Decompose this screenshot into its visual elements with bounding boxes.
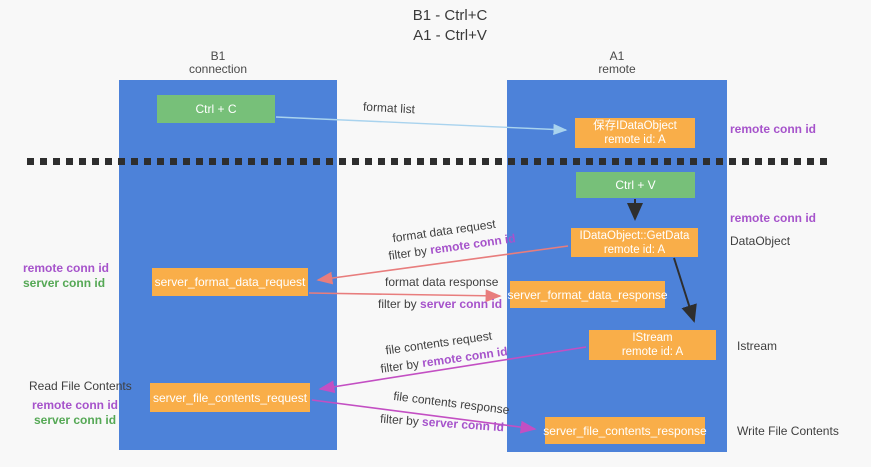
arrow-format-data-response xyxy=(308,289,502,303)
annotation-remote-conn-id-top: remote conn id xyxy=(730,122,817,136)
column-b1-role: connection xyxy=(188,62,248,76)
server-file-contents-request-box: server_file_contents_request xyxy=(150,383,310,412)
title-line-2: A1 - Ctrl+V xyxy=(413,27,487,44)
ctrl-c-box: Ctrl + C xyxy=(157,95,275,123)
server-file-contents-response-box: server_file_contents_response xyxy=(543,417,707,444)
getdata-line2: remote id: A xyxy=(603,243,666,256)
filter-by-text: filter by xyxy=(379,356,420,376)
annotation-left-remote-conn-id-file: remote conn id xyxy=(32,398,119,412)
idataobject-getdata-box: IDataObject::GetData remote id: A xyxy=(571,228,698,257)
filter-by-text: filter by xyxy=(387,243,428,263)
column-a1-name: A1 xyxy=(609,49,625,63)
annotation-left-server-conn-id-format: server conn id xyxy=(23,276,106,290)
istream-line2: remote id: A xyxy=(621,346,684,358)
filter-by-text: filter by xyxy=(379,411,420,429)
format-data-response-label: format data response xyxy=(385,275,499,289)
diagram-title: B1 - Ctrl+C A1 - Ctrl+V xyxy=(330,6,570,46)
filter-by-text: filter by xyxy=(378,297,417,311)
annotation-istream: Istream xyxy=(737,339,778,353)
title-line-1: B1 - Ctrl+C xyxy=(412,7,488,24)
annotation-left-remote-conn-id-format: remote conn id xyxy=(23,261,110,275)
ctrl-c-label: Ctrl + C xyxy=(195,102,237,116)
server-conn-id-key: server conn id xyxy=(421,414,505,435)
server-format-data-request-box: server_format_data_request xyxy=(152,268,308,296)
ctrl-v-label: Ctrl + V xyxy=(615,178,656,192)
annotation-remote-conn-id-mid: remote conn id xyxy=(730,211,817,225)
server-format-data-request-label: server_format_data_request xyxy=(154,275,306,289)
save-idataobject-line1: 保存IDataObject xyxy=(593,120,677,132)
column-header-a1: A1 remote xyxy=(547,50,687,76)
column-header-b1: B1 connection xyxy=(148,50,288,76)
istream-box: IStream remote id: A xyxy=(589,330,716,360)
annotation-dataobject: DataObject xyxy=(730,234,791,248)
server-file-contents-request-label: server_file_contents_request xyxy=(152,390,308,405)
annotation-write-file-contents: Write File Contents xyxy=(737,424,839,438)
server-format-data-response-label: server_format_data_response xyxy=(507,287,668,302)
istream-line1: IStream xyxy=(632,332,673,344)
file-contents-response-filter: filter by server conn id xyxy=(380,412,505,435)
format-data-response-filter: filter by server conn id xyxy=(378,297,502,311)
sync-divider-dashed-line xyxy=(27,158,833,165)
server-conn-id-key: server conn id xyxy=(420,297,503,311)
column-a1-role: remote xyxy=(598,62,636,76)
ctrl-v-box: Ctrl + V xyxy=(576,172,695,198)
getdata-line1: IDataObject::GetData xyxy=(579,229,690,242)
server-format-data-response-box: server_format_data_response xyxy=(507,281,668,308)
save-idataobject-line2: remote id: A xyxy=(604,134,666,146)
annotation-read-file-contents: Read File Contents xyxy=(29,379,132,393)
column-b1-name: B1 xyxy=(210,49,226,63)
annotation-left-server-conn-id-file: server conn id xyxy=(34,413,117,427)
format-list-label: format list xyxy=(362,99,416,117)
save-idataobject-box: 保存IDataObject remote id: A xyxy=(575,118,695,148)
server-file-contents-response-label: server_file_contents_response xyxy=(543,423,707,438)
